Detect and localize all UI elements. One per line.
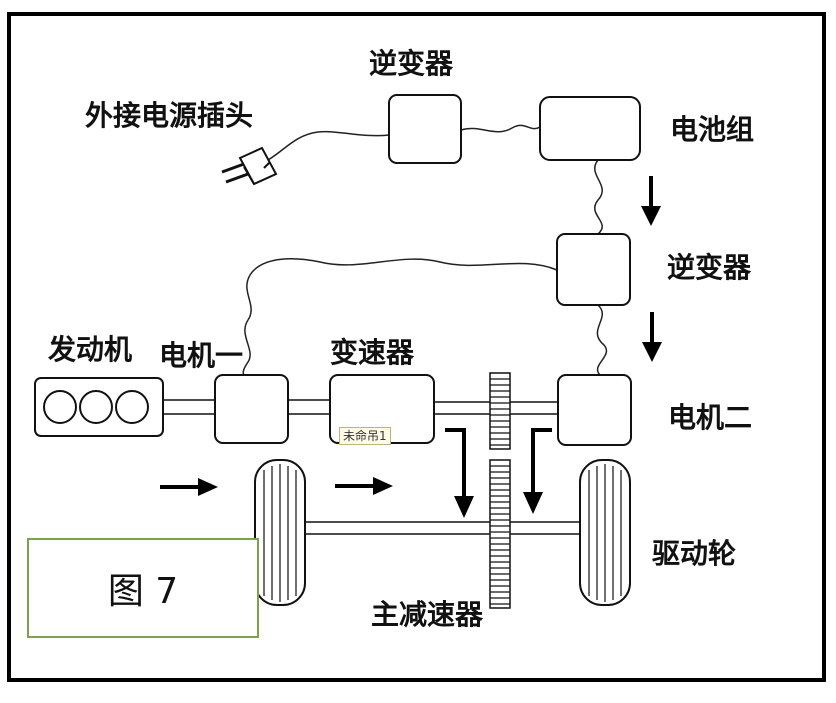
outer-frame: [7, 12, 826, 682]
gear-lower: [489, 459, 511, 609]
figure-label-box: 图 7: [27, 538, 259, 638]
arrow-right-2: [335, 477, 393, 495]
cylinder-circle: [43, 390, 77, 424]
unnamed-tag: 未命吊1: [339, 427, 391, 445]
inverter-mid-label: 逆变器: [667, 251, 752, 284]
axle-shaft: [304, 521, 582, 535]
inverter-mid-box: [556, 233, 631, 306]
gear-upper: [489, 372, 511, 450]
left-wheel: [254, 459, 306, 606]
final-drive-label: 主减速器: [371, 598, 484, 631]
figure-label: 图 7: [107, 571, 179, 612]
arrow-motor2-to-final-drive: [523, 428, 552, 514]
engine-label: 发动机: [48, 333, 133, 366]
engine-shaft: [162, 399, 216, 415]
external-plug-label: 外接电源插头: [85, 99, 254, 132]
cylinder-circle: [115, 390, 149, 424]
arrow-down-2: [642, 312, 662, 362]
motor-two-box: [557, 374, 632, 446]
motor-one-box: [214, 374, 289, 444]
arrow-right-1: [160, 478, 218, 496]
battery-inverter-cable: [594, 159, 604, 235]
inverter-top-label: 逆变器: [369, 47, 454, 80]
inverter-motor1-cable: [242, 258, 558, 377]
inverter-battery-cable: [460, 124, 541, 133]
motor1-shaft: [287, 399, 331, 415]
inverter-top-box: [388, 94, 462, 164]
motor-one-label: 电机一: [159, 339, 244, 372]
drive-wheel-label: 驱动轮: [652, 537, 737, 570]
inverter-motor2-cable: [596, 304, 608, 376]
right-wheel: [579, 459, 631, 606]
arrow-transmission-to-final-drive: [445, 428, 474, 518]
battery-pack-box: [539, 96, 641, 161]
battery-pack-label: 电池组: [670, 113, 755, 146]
transmission-label: 变速器: [330, 336, 415, 369]
motor-two-label: 电机二: [668, 401, 753, 434]
arrow-down-1: [641, 176, 661, 226]
plug-cable: [267, 130, 390, 161]
plug-icon: [221, 146, 278, 186]
cylinder-circle: [79, 390, 113, 424]
